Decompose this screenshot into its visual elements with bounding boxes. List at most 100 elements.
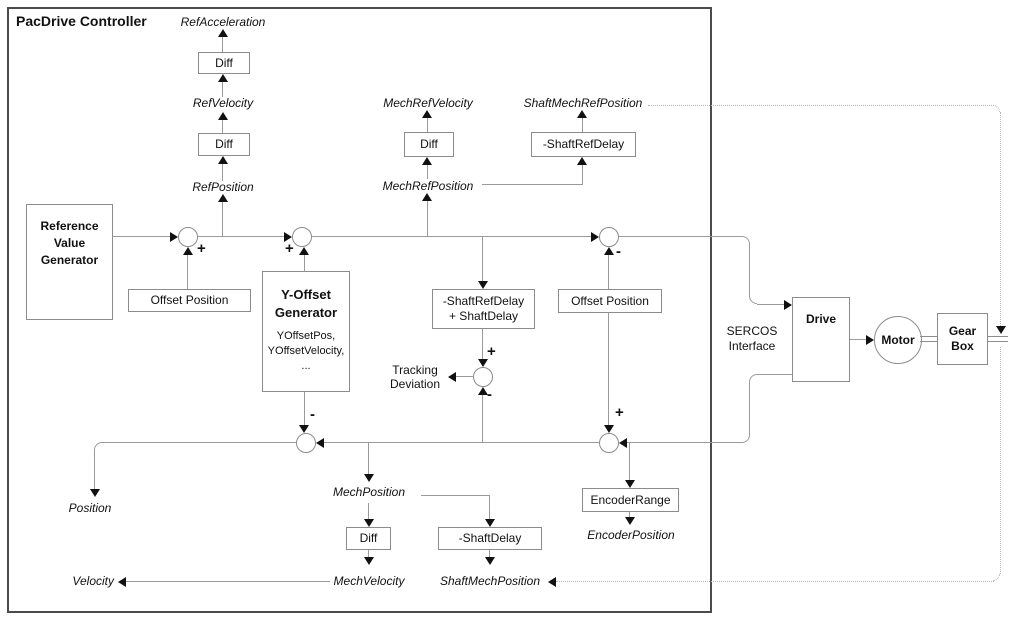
connector-line [222, 37, 223, 52]
arrow-right-icon [784, 300, 792, 310]
signal-label-position: Position [68, 501, 112, 515]
signal-label-ref-acceleration: RefAcceleration [180, 15, 266, 29]
block-label: Motor [881, 332, 915, 347]
block-label: Reference Value Generator [40, 219, 99, 267]
connector-line [102, 442, 296, 443]
signal-label-encoder-position: EncoderPosition [587, 528, 675, 542]
arrow-left-icon [548, 577, 556, 587]
block-offset-position-1: Offset Position [128, 289, 251, 312]
arrow-up-icon [183, 247, 193, 255]
arrow-down-icon [364, 557, 374, 565]
signal-label-velocity: Velocity [72, 574, 114, 588]
connector-line [126, 581, 330, 582]
connector-line [489, 496, 490, 519]
arrow-down-icon [996, 326, 1006, 334]
arrow-up-icon [218, 156, 228, 164]
connector-line [312, 236, 591, 237]
block-shaft-ref-delay: -ShaftRefDelay [531, 132, 636, 157]
block-drive: Drive [792, 297, 850, 382]
shaft-line [920, 336, 937, 337]
arrow-down-icon [478, 359, 488, 367]
plus-sign: + [197, 240, 206, 257]
connector-line [627, 442, 742, 443]
connector-corner [993, 105, 1000, 112]
arrow-up-icon [577, 110, 587, 118]
connector-line [482, 395, 483, 443]
connector-line [608, 313, 609, 425]
connector-line [427, 165, 428, 179]
block-offset-position-2: Offset Position [558, 289, 662, 313]
connector-line [368, 503, 369, 519]
connector-line [368, 550, 369, 557]
signal-label-mech-ref-velocity: MechRefVelocity [383, 96, 473, 110]
signal-label-mech-velocity: MechVelocity [333, 574, 405, 588]
block-label: EncoderRange [590, 492, 671, 507]
block-label: -ShaftRefDelay + ShaftDelay [442, 294, 525, 323]
block-label: -ShaftRefDelay [542, 137, 625, 151]
connector-line [749, 382, 750, 435]
connector-corner [94, 442, 102, 450]
summing-junction-y-offset [292, 227, 312, 247]
arrow-up-icon [218, 112, 228, 120]
arrow-up-icon [604, 247, 614, 255]
summing-junction-offset-subtract [599, 227, 619, 247]
connector-line [608, 255, 609, 289]
arrow-down-icon [364, 519, 374, 527]
arrow-left-icon [316, 438, 324, 448]
connector-line [757, 374, 792, 375]
connector-line [304, 392, 305, 425]
summing-junction-offset-position [178, 227, 198, 247]
shaft-line [988, 336, 1008, 337]
signal-label-ref-position: RefPosition [192, 180, 254, 194]
block-label: Diff [215, 137, 233, 151]
arrow-left-icon [448, 372, 456, 382]
connector-line [582, 165, 583, 185]
block-motor: Motor [874, 316, 922, 364]
connector-line [482, 184, 582, 185]
block-label: Offset Position [571, 293, 649, 308]
connector-line [482, 329, 483, 359]
arrow-down-icon [625, 517, 635, 525]
block-label: Gear Box [948, 324, 977, 353]
signal-label-ref-velocity: RefVelocity [192, 96, 254, 110]
signal-label-shaft-mech-ref-position: ShaftMechRefPosition [523, 96, 643, 110]
arrow-up-icon [299, 247, 309, 255]
arrow-down-icon [625, 480, 635, 488]
block-label: -ShaftDelay [458, 531, 522, 545]
connector-line [94, 450, 95, 489]
arrow-up-icon [218, 74, 228, 82]
block-params: YOffsetPos, YOffsetVelocity, ... [267, 330, 345, 372]
connector-line [850, 339, 866, 340]
connector-line [198, 236, 284, 237]
arrow-down-icon [478, 281, 488, 289]
block-diff-4: Diff [346, 527, 391, 550]
block-diff-3: Diff [404, 132, 454, 157]
connector-corner [749, 296, 757, 304]
block-label: Diff [215, 55, 233, 70]
connector-corner [742, 435, 750, 443]
block-y-offset-generator: Y-Offset Generator YOffsetPos, YOffsetVe… [262, 271, 350, 392]
arrow-up-icon [577, 157, 587, 165]
block-diff-1: Diff [198, 52, 250, 74]
arrow-right-icon [591, 232, 599, 242]
shaft-line [988, 341, 1008, 342]
minus-sign: - [310, 406, 315, 423]
connector-line [456, 376, 473, 377]
block-label: Y-Offset Generator [274, 287, 338, 320]
arrow-down-icon [485, 557, 495, 565]
connector-line [629, 443, 630, 480]
connector-line [222, 82, 223, 97]
connector-line [749, 244, 750, 297]
diagram-title: PacDrive Controller [16, 13, 147, 29]
plus-sign: + [615, 404, 624, 421]
block-label: Offset Position [150, 293, 229, 307]
connector-line [304, 255, 305, 271]
connector-corner [742, 236, 750, 244]
connector-line [619, 236, 742, 237]
block-encoder-range: EncoderRange [582, 488, 679, 512]
block-shaft-delay: -ShaftDelay [438, 527, 542, 550]
summing-junction-tracking-deviation [473, 367, 493, 387]
block-reference-value-generator: Reference Value Generator [26, 204, 113, 320]
block-diff-2: Diff [198, 133, 250, 156]
